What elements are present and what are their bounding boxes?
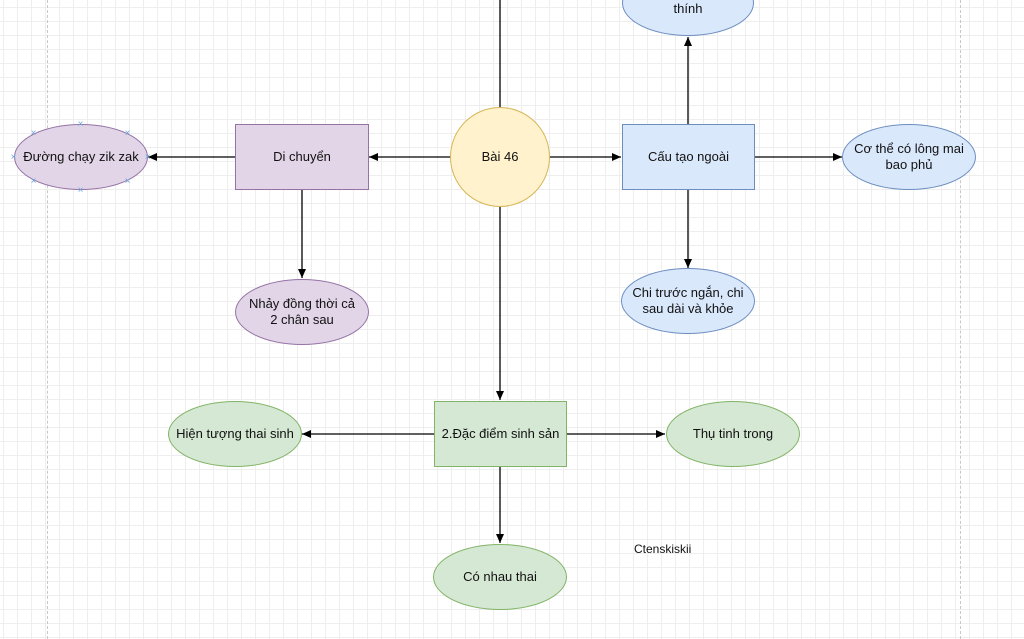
node-zigzag-label: Đường chạy zik zak xyxy=(23,149,139,164)
selection-handle-icon[interactable]: × xyxy=(124,128,131,139)
node-hearing-partial-label: thính xyxy=(673,1,703,16)
node-viviparous[interactable]: Hiện tượng thai sinh xyxy=(168,401,302,467)
node-fur[interactable]: Cơ thể có lông mai bao phủ xyxy=(842,124,976,190)
free-text-label[interactable]: Ctenskiskii xyxy=(634,542,692,556)
node-reproduction-label: 2.Đặc điểm sinh sản xyxy=(441,426,560,441)
node-limbs[interactable]: Chi trước ngắn, chi sau dài và khỏe xyxy=(621,268,755,334)
selection-handle-icon[interactable]: × xyxy=(144,152,151,163)
selection-handle-icon[interactable]: × xyxy=(124,176,131,187)
node-center-label: Bài 46 xyxy=(481,149,519,164)
selection-handle-icon[interactable]: × xyxy=(77,119,84,130)
node-movement[interactable]: Di chuyển xyxy=(235,124,369,190)
node-placenta[interactable]: Có nhau thai xyxy=(433,544,567,610)
page-border-left xyxy=(47,0,48,639)
node-center-lesson[interactable]: Bài 46 xyxy=(450,107,550,207)
node-external-structure[interactable]: Cấu tạo ngoài xyxy=(622,124,755,190)
node-movement-label: Di chuyển xyxy=(273,149,331,164)
node-jump[interactable]: Nhảy đồng thời cả 2 chân sau xyxy=(235,279,369,345)
node-jump-label: Nhảy đồng thời cả 2 chân sau xyxy=(248,296,356,327)
selection-handle-icon[interactable]: × xyxy=(10,152,17,163)
selection-handle-icon[interactable]: × xyxy=(77,185,84,196)
node-placenta-label: Có nhau thai xyxy=(463,569,537,584)
node-reproduction[interactable]: 2.Đặc điểm sinh sản xyxy=(434,401,567,467)
node-limbs-label: Chi trước ngắn, chi sau dài và khỏe xyxy=(632,285,744,316)
node-fertilization-label: Thụ tinh trong xyxy=(692,426,774,441)
page-border-right xyxy=(960,0,961,639)
selection-handle-icon[interactable]: × xyxy=(30,176,37,187)
node-structure-label: Cấu tạo ngoài xyxy=(648,149,729,164)
node-fur-label: Cơ thể có lông mai bao phủ xyxy=(854,141,964,172)
node-zigzag-run[interactable]: Đường chạy zik zak xyxy=(14,124,148,190)
node-viviparous-label: Hiện tượng thai sinh xyxy=(176,426,294,441)
selection-handle-icon[interactable]: × xyxy=(30,128,37,139)
node-internal-fertilization[interactable]: Thụ tinh trong xyxy=(666,401,800,467)
